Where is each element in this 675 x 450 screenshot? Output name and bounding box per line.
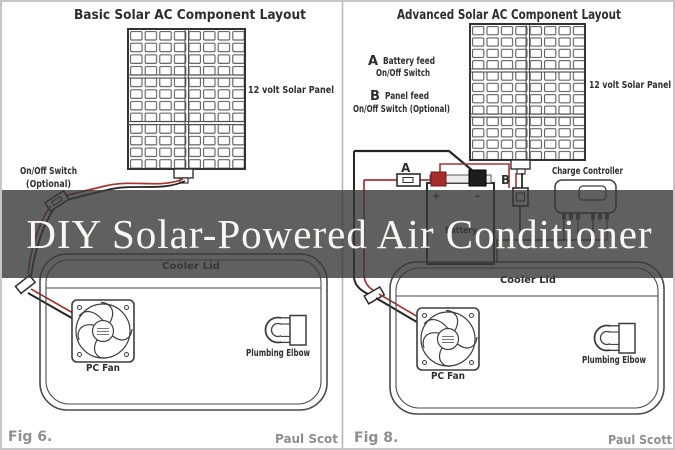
battery-negative-terminal [468, 169, 487, 187]
panel-junction-box [510, 159, 531, 170]
solar-panel-label-advanced: 12 volt Solar Panel [589, 80, 671, 91]
basic-title: Basic Solar AC Component Layout [74, 7, 306, 23]
credit-advanced: Paul Scott [608, 433, 672, 447]
fig-label-advanced: Fig 8. [354, 430, 398, 446]
wire-connector-basic [14, 274, 37, 295]
banner-title: DIY Solar-Powered Air Conditioner [26, 211, 653, 257]
pc-fan-label-basic: PC Fan [86, 363, 120, 374]
legend-a-sub: On/Off Switch [376, 68, 430, 79]
legend-b-sub: On/Off Switch (Optional) [353, 104, 450, 115]
battery-positive-terminal [430, 171, 447, 187]
legend: A Battery feed On/Off Switch B Panel fee… [353, 54, 450, 115]
legend-a-key: A [368, 54, 378, 69]
plumbing-elbow-label-advanced: Plumbing Elbow [582, 355, 646, 366]
legend-b-key: B [370, 89, 380, 104]
title-banner: DIY Solar-Powered Air Conditioner [2, 190, 673, 278]
legend-b-text: Panel feed [385, 91, 429, 102]
plumbing-elbow-label-basic: Plumbing Elbow [246, 348, 310, 359]
panel-junction-box [173, 168, 194, 179]
credit-basic: Paul Scot [275, 432, 338, 446]
legend-a-text: Battery feed [383, 56, 435, 67]
solar-panel-basic [127, 28, 246, 184]
switch-b-label: B [501, 173, 510, 187]
switch-a-label: A [401, 161, 411, 175]
cooler-lid-label-advanced: Cooler Lid [500, 275, 556, 286]
basic-diagram: Basic Solar AC Component Layout 12 volt … [8, 7, 338, 446]
charge-controller-label: Charge Controller [552, 166, 623, 177]
pc-fan-label-advanced: PC Fan [431, 371, 465, 382]
switch-label-line2: (Optional) [26, 179, 71, 190]
solar-panel-label-basic: 12 volt Solar Panel [248, 85, 334, 96]
fig-label-basic: Fig 6. [8, 429, 52, 445]
solar-panel-advanced [469, 23, 586, 175]
switch-a [396, 173, 421, 187]
advanced-title: Advanced Solar AC Component Layout [397, 7, 621, 23]
switch-label-line1: On/Off Switch [20, 166, 77, 177]
